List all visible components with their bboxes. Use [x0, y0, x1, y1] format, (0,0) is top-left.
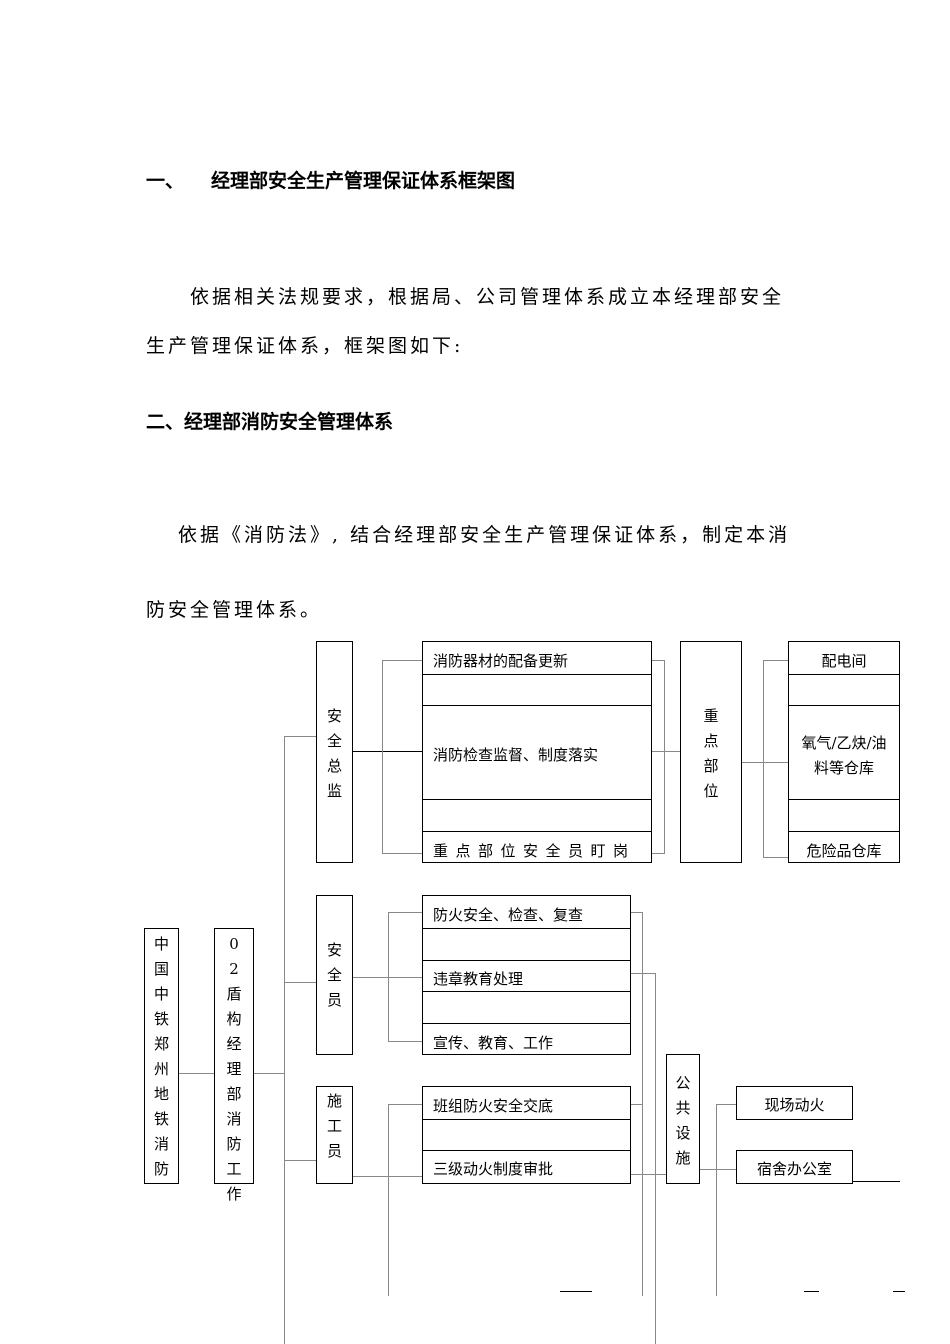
section1-number: 一、	[146, 170, 185, 192]
connector	[178, 1073, 214, 1074]
org-root-box: 中国中铁郑州地铁消防	[144, 928, 179, 1184]
section2-paragraph-line1: 依据《消防法》, 结合经理部安全生产管理保证体系，制定本消	[178, 524, 791, 546]
officer-task-table: 防火安全、检查、复查 违章教育处理 宣传、教育、工作	[422, 895, 631, 1055]
connector	[352, 1176, 422, 1177]
role-worker-label: 施工员	[326, 1092, 342, 1160]
connector	[699, 1169, 736, 1170]
key-place: 氧气/乙炔/油	[801, 734, 887, 752]
connector	[655, 973, 656, 1344]
connector	[388, 912, 422, 913]
public-place: 宿舍办公室	[756, 1160, 832, 1178]
connector	[382, 853, 422, 854]
connector	[560, 1291, 592, 1292]
role-officer-box: 安全员	[316, 895, 353, 1055]
connector	[763, 857, 788, 858]
connector	[352, 977, 422, 978]
key-places-table: 配电间 氧气/乙炔/油 料等仓库 危险品仓库	[788, 641, 900, 863]
public-place-box: 现场动火	[736, 1086, 853, 1120]
officer-task: 宣传、教育、工作	[433, 1034, 554, 1052]
connector	[284, 736, 285, 1344]
connector	[630, 1174, 666, 1175]
section1-title: 经理部安全生产管理保证体系框架图	[211, 170, 516, 192]
section1-paragraph-line1: 依据相关法规要求，根据局、公司管理体系成立本经理部安全	[190, 286, 785, 308]
connector	[630, 1104, 642, 1105]
role-worker-box: 施工员	[316, 1086, 353, 1184]
connector	[664, 660, 665, 854]
connector	[652, 853, 664, 854]
key-place: 料等仓库	[813, 759, 874, 777]
public-facilities-box: 公共设施	[666, 1054, 700, 1184]
org-dept-box: 02盾构经理部消防工作	[214, 928, 254, 1203]
connector	[716, 1104, 717, 1296]
connector	[763, 660, 764, 858]
connector	[388, 1041, 422, 1042]
connector	[284, 982, 316, 983]
key-place: 危险品仓库	[806, 842, 882, 860]
worker-task: 班组防火安全交底	[433, 1097, 554, 1115]
connector	[352, 751, 422, 752]
public-place: 现场动火	[764, 1096, 825, 1114]
connector	[852, 1181, 900, 1182]
connector	[253, 1073, 284, 1074]
director-task-table: 消防器材的配备更新 消防检查监督、制度落实 重点部位安全员盯岗	[422, 641, 652, 863]
public-facilities-label: 公共设施	[675, 1074, 691, 1167]
worker-task: 三级动火制度审批	[433, 1160, 554, 1178]
role-director-label: 安全总监	[326, 707, 342, 800]
worker-task-table: 班组防火安全交底 三级动火制度审批	[422, 1086, 631, 1184]
connector	[804, 1291, 819, 1292]
key-parts-label: 重点部位	[703, 707, 719, 800]
section2-title: 二、经理部消防安全管理体系	[146, 411, 394, 433]
org-root-label: 中国中铁郑州地铁消防	[153, 935, 169, 1178]
connector	[284, 736, 316, 737]
connector	[382, 660, 422, 661]
role-officer-label: 安全员	[326, 941, 342, 1009]
connector	[630, 912, 642, 913]
connector	[382, 660, 383, 854]
section2-paragraph-line2: 防安全管理体系。	[146, 599, 323, 621]
connector	[284, 1160, 316, 1161]
role-director-box: 安全总监	[316, 641, 353, 863]
public-place-box: 宿舍办公室	[736, 1150, 853, 1184]
connector	[652, 751, 680, 752]
key-place: 配电间	[821, 652, 867, 670]
officer-task: 违章教育处理	[433, 970, 524, 988]
connector	[893, 1291, 905, 1292]
director-task: 重点部位安全员盯岗	[433, 842, 636, 860]
org-dept-label: 02盾构经理部消防工作	[226, 935, 242, 1203]
connector	[388, 1104, 389, 1296]
connector	[716, 1104, 736, 1105]
section1-paragraph-line2: 生产管理保证体系，框架图如下:	[146, 335, 464, 357]
connector	[741, 762, 788, 763]
connector	[388, 1104, 422, 1105]
connector	[388, 912, 389, 1042]
connector	[642, 912, 643, 1296]
director-task: 消防检查监督、制度落实	[433, 746, 599, 764]
key-parts-box: 重点部位	[680, 641, 742, 863]
connector	[652, 660, 664, 661]
director-task: 消防器材的配备更新	[433, 652, 569, 670]
connector	[763, 660, 788, 661]
officer-task: 防火安全、检查、复查	[433, 906, 584, 924]
connector	[630, 973, 655, 974]
